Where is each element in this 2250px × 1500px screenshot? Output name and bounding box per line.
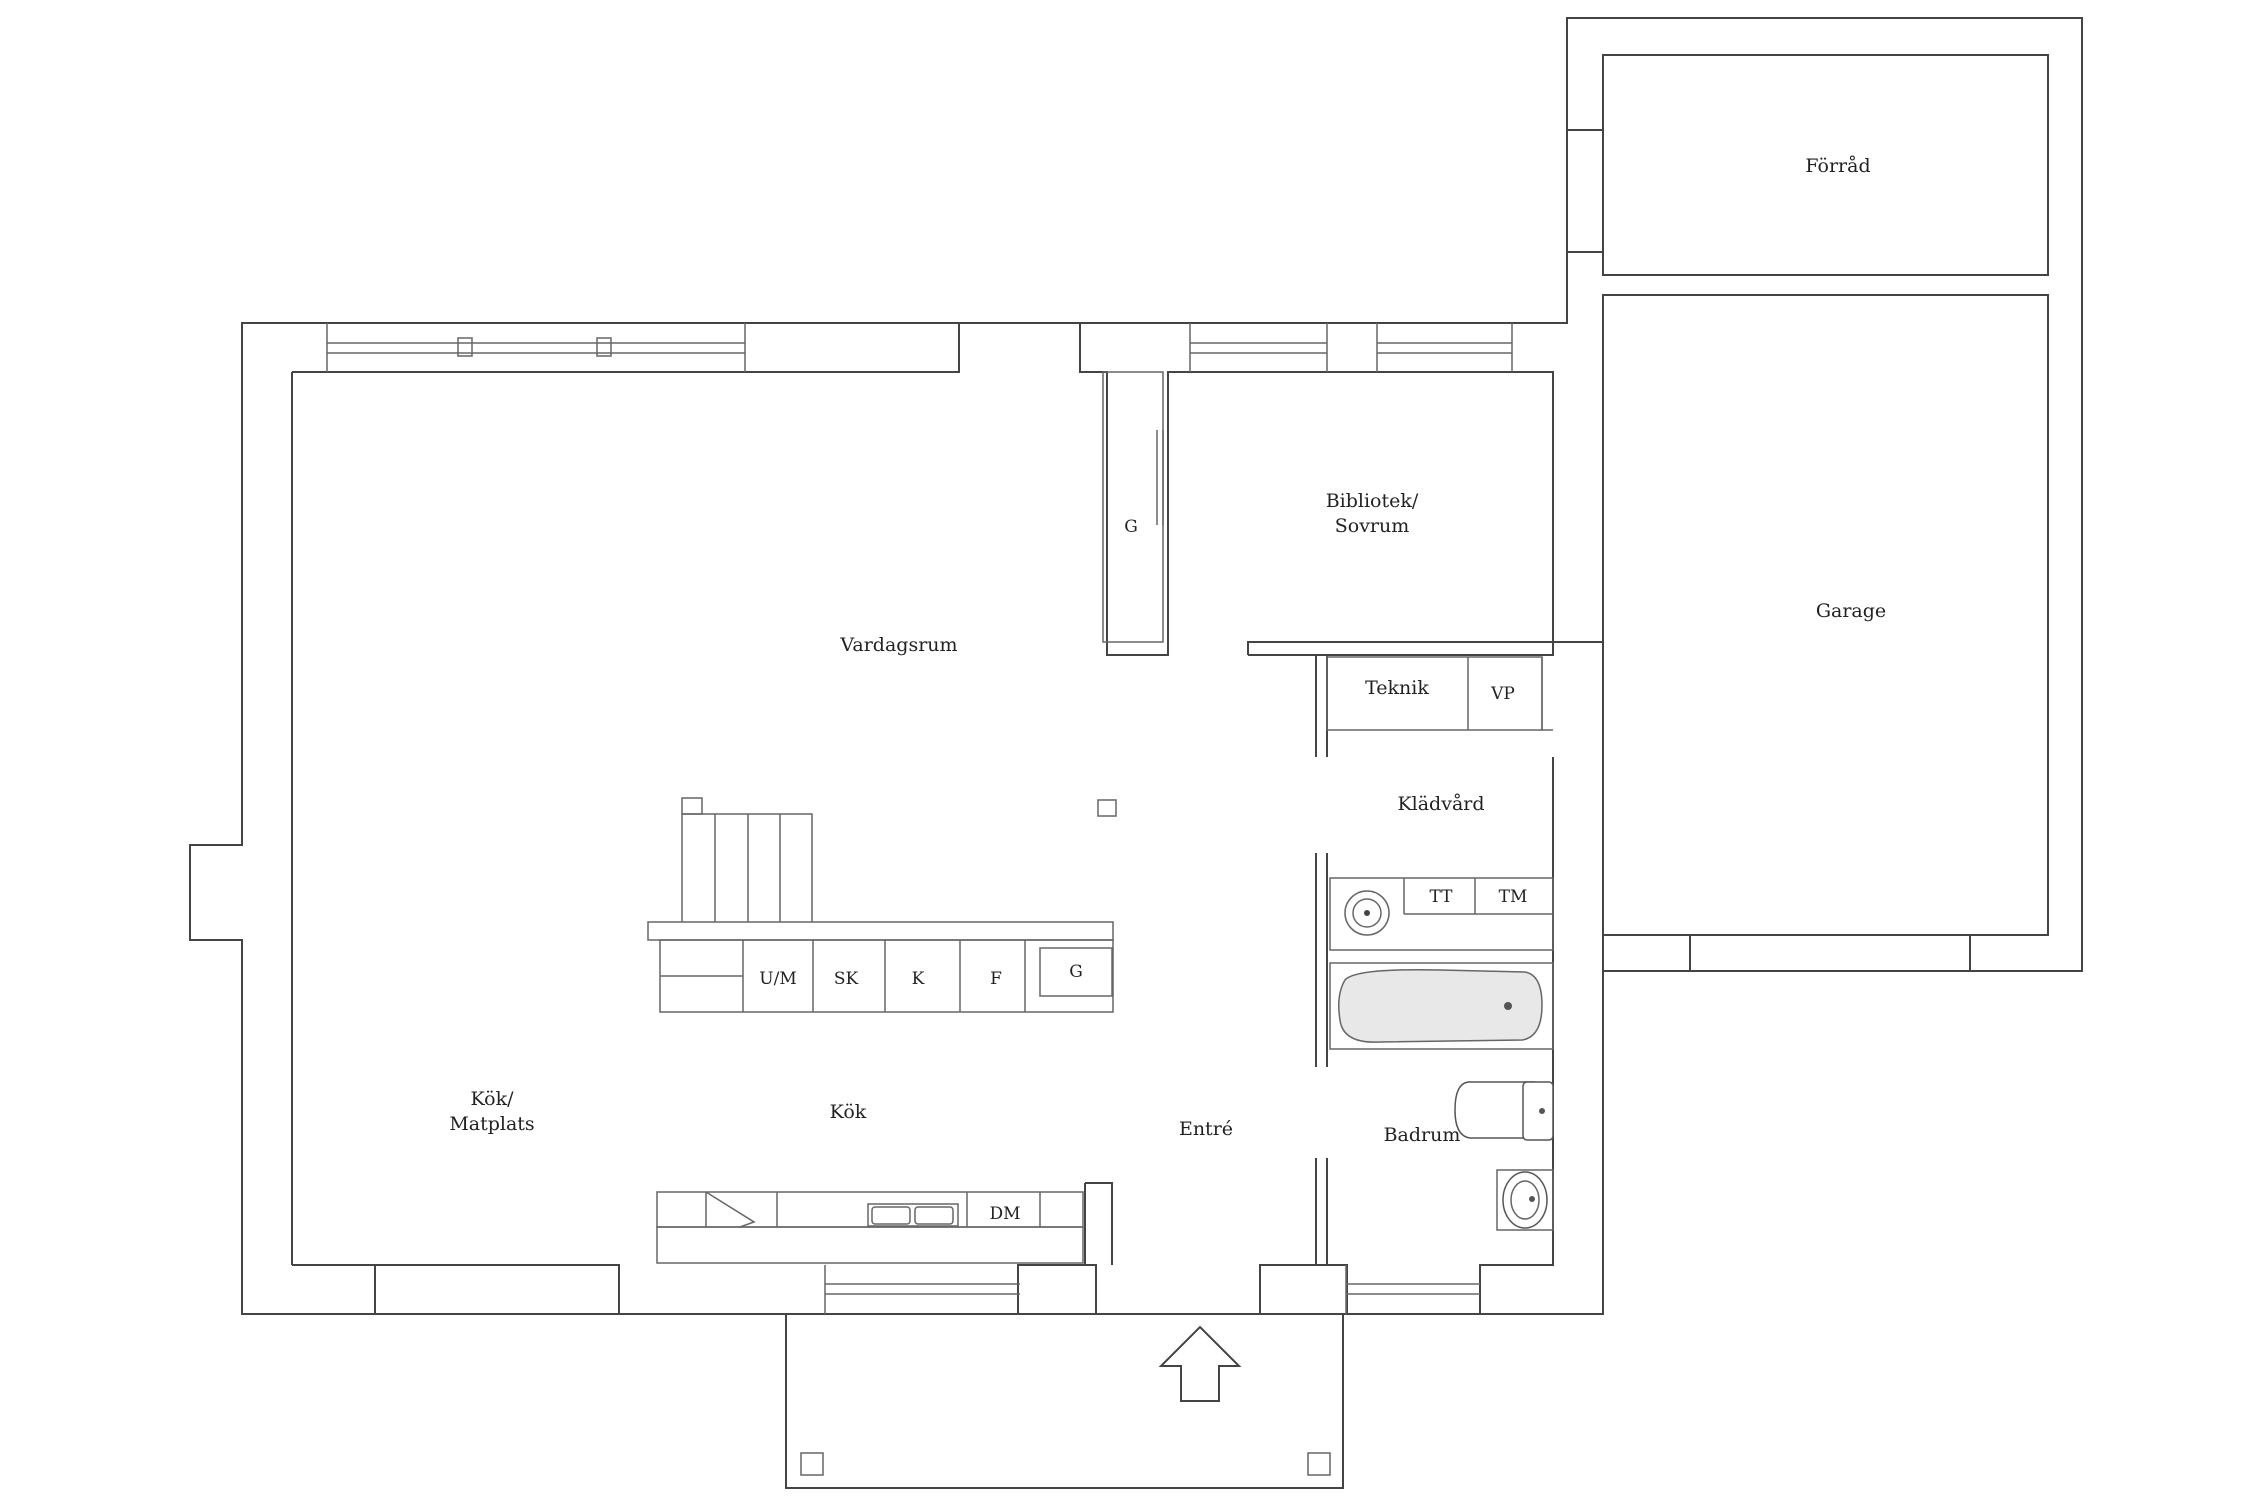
washbasin-icon bbox=[1344, 890, 1390, 936]
fixture-label-dm: DM bbox=[989, 1204, 1020, 1224]
sink-icon bbox=[867, 1203, 959, 1227]
fixture-label-sk: SK bbox=[834, 969, 859, 989]
bathroom-fixtures bbox=[1329, 890, 1554, 1231]
windows bbox=[326, 323, 1513, 1314]
interior-walls bbox=[1084, 371, 1554, 1265]
room-label-kladvard: Klädvård bbox=[1397, 793, 1484, 815]
fixture-label-vp: VP bbox=[1490, 684, 1515, 704]
room-label-forrad: Förråd bbox=[1805, 155, 1870, 177]
room-label-kok: Kök bbox=[830, 1101, 867, 1123]
kitchen-island bbox=[647, 797, 1114, 1013]
room-label-badrum: Badrum bbox=[1384, 1124, 1461, 1146]
outer-walls bbox=[189, 17, 2083, 1489]
room-label-entre: Entré bbox=[1179, 1118, 1233, 1140]
fixture-label-um: U/M bbox=[759, 969, 796, 989]
bathtub-icon bbox=[1329, 962, 1554, 1050]
kitchen-counter bbox=[656, 1191, 1084, 1264]
room-label-vardagsrum: Vardagsrum bbox=[839, 634, 957, 656]
room-label-bibliotek-line1: Bibliotek/ bbox=[1326, 490, 1419, 512]
column bbox=[1097, 799, 1117, 817]
stove-icon bbox=[705, 1191, 756, 1228]
room-label-teknik: Teknik bbox=[1365, 677, 1429, 699]
fixture-label-f: F bbox=[990, 969, 1002, 989]
fixture-label-garderob-2: G bbox=[1069, 962, 1083, 982]
fixture-label-k: K bbox=[912, 969, 925, 989]
room-label-kok-matplats-line2: Matplats bbox=[449, 1113, 534, 1135]
room-label-bibliotek-line2: Sovrum bbox=[1335, 515, 1410, 537]
fixture-label-garderob: G bbox=[1124, 517, 1138, 537]
fixture-label-tm: TM bbox=[1499, 887, 1528, 907]
room-label-garage: Garage bbox=[1816, 600, 1886, 622]
entrance-arrow-icon bbox=[1158, 1325, 1242, 1402]
fixture-label-tt: TT bbox=[1430, 887, 1454, 907]
toilet-icon bbox=[1454, 1081, 1554, 1141]
washbasin-icon bbox=[1496, 1169, 1554, 1231]
room-label-kok-matplats-line1: Kök/ bbox=[470, 1088, 514, 1110]
